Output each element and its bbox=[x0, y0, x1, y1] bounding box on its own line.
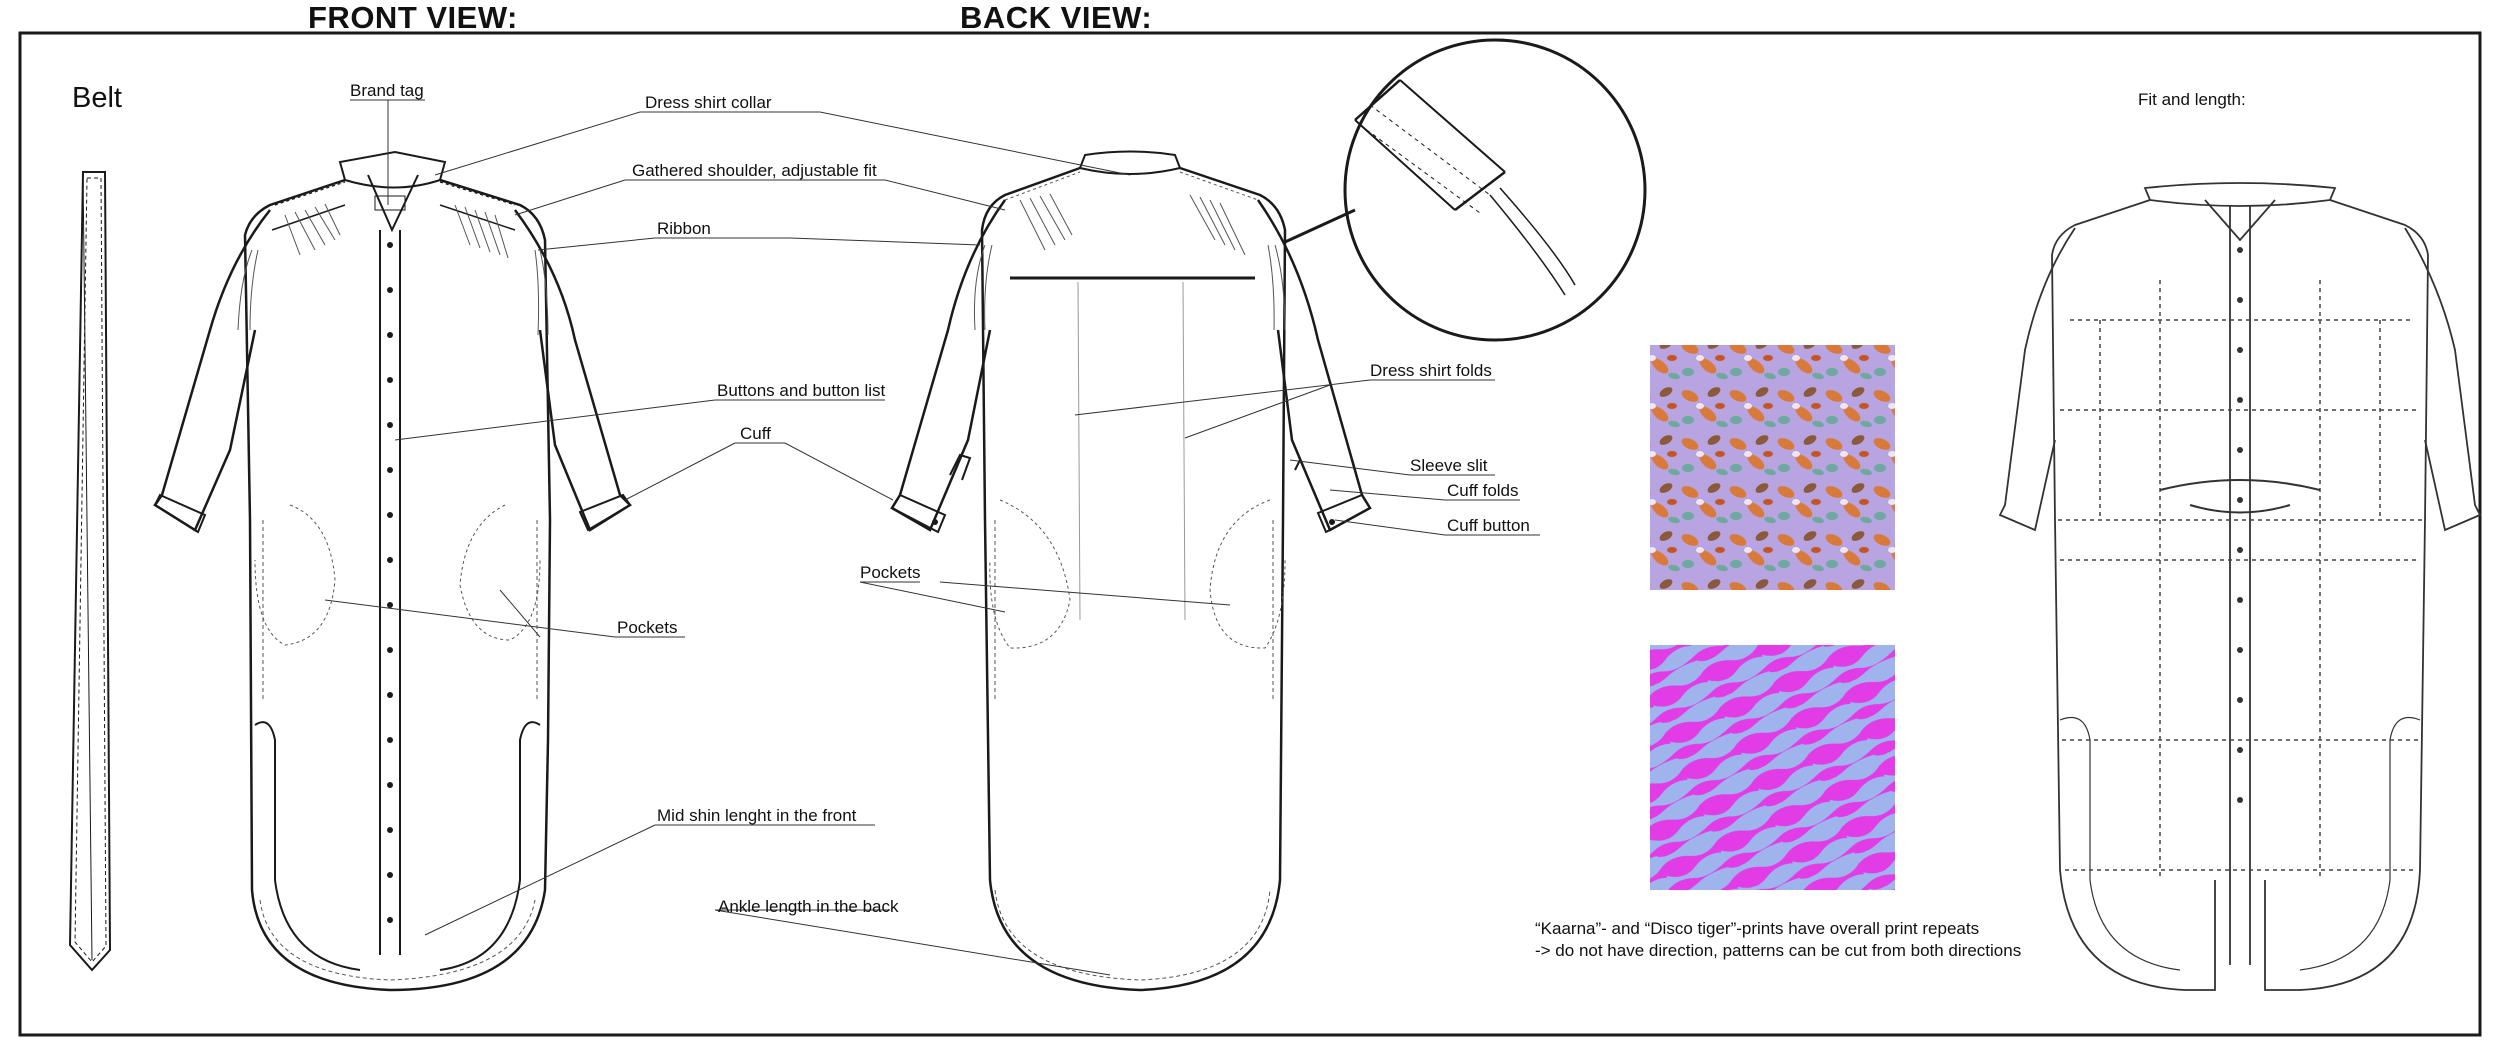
label-dress-shirt-collar: Dress shirt collar bbox=[645, 93, 772, 112]
label-ankle-length: Ankle length in the back bbox=[718, 897, 899, 916]
label-ribbon: Ribbon bbox=[657, 219, 711, 238]
label-cuff-button: Cuff button bbox=[1447, 516, 1530, 535]
back-cuff-buttons bbox=[932, 519, 1335, 525]
label-cuff: Cuff bbox=[740, 424, 771, 443]
annotation-labels: Brand tag Dress shirt collar Gathered sh… bbox=[350, 81, 1530, 916]
front-dress-drawing bbox=[153, 150, 632, 992]
front-view-title: FRONT VIEW: bbox=[308, 0, 518, 35]
label-cuff-folds: Cuff folds bbox=[1447, 481, 1519, 500]
fit-bust-marks bbox=[2159, 479, 2321, 514]
fit-and-length-title: Fit and length: bbox=[2138, 90, 2246, 109]
label-pockets-back: Pockets bbox=[860, 563, 920, 582]
label-mid-shin: Mid shin lenght in the front bbox=[657, 806, 857, 825]
leader-lines bbox=[324, 99, 1540, 976]
print-note-line-1: “Kaarna”- and “Disco tiger”-prints have … bbox=[1535, 919, 1980, 938]
label-brand-tag: Brand tag bbox=[350, 81, 424, 100]
label-pockets-front: Pockets bbox=[617, 618, 677, 637]
fit-grid-lines bbox=[2058, 280, 2422, 880]
disco-tiger-print-swatch bbox=[1650, 645, 1895, 890]
front-dress-details bbox=[237, 203, 549, 981]
brand-tag-mark bbox=[374, 195, 406, 211]
label-dress-shirt-folds: Dress shirt folds bbox=[1370, 361, 1492, 380]
print-repeat-note: “Kaarna”- and “Disco tiger”-prints have … bbox=[1535, 918, 2021, 962]
belt-title: Belt bbox=[72, 82, 122, 114]
belt-drawing bbox=[68, 171, 112, 972]
back-dress-details bbox=[973, 171, 1286, 981]
print-note-line-2: -> do not have direction, patterns can b… bbox=[1535, 941, 2022, 960]
label-sleeve-slit: Sleeve slit bbox=[1410, 456, 1488, 475]
fit-buttons bbox=[2237, 247, 2243, 803]
front-buttons bbox=[387, 242, 393, 923]
label-buttons-and-button-list: Buttons and button list bbox=[717, 381, 886, 400]
label-gathered-shoulder: Gathered shoulder, adjustable fit bbox=[632, 161, 877, 180]
fit-and-length-drawing bbox=[1998, 182, 2482, 991]
kaarna-print-swatch bbox=[1650, 345, 1895, 590]
back-dress-drawing bbox=[890, 150, 1372, 992]
back-view-title: BACK VIEW: bbox=[960, 0, 1153, 35]
ribbon-detail-callout bbox=[1284, 38, 1647, 342]
sheet-frame bbox=[18, 31, 2482, 1037]
